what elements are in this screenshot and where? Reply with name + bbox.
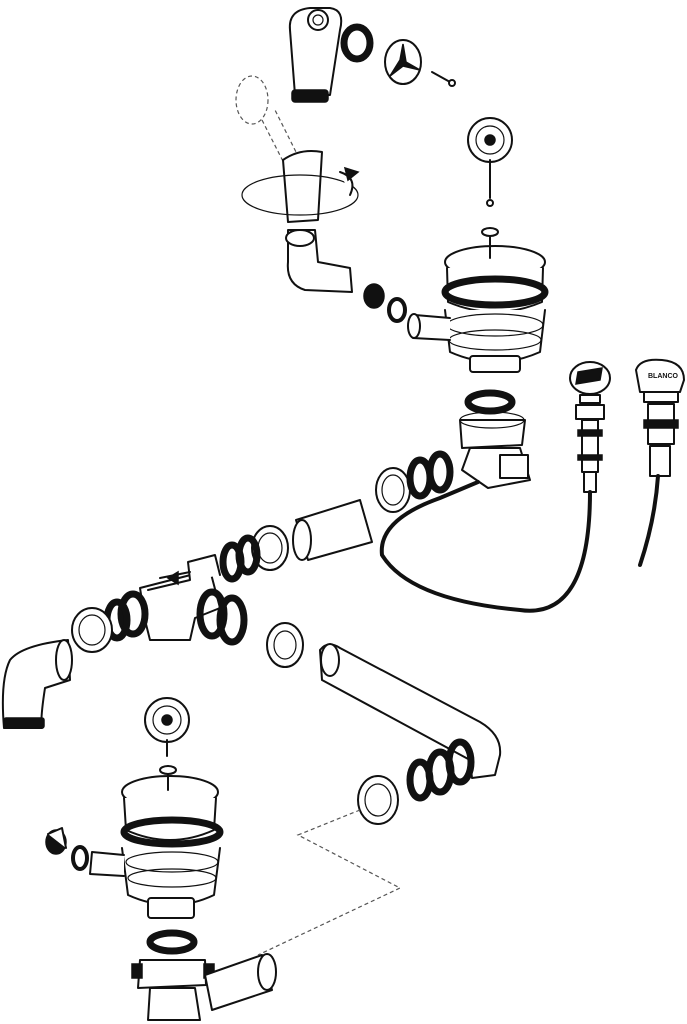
waste-pipe-run: [219, 450, 454, 583]
control-cable-left: [379, 480, 592, 613]
outlet-elbow: [1, 639, 73, 729]
central-t-piece: [71, 554, 304, 668]
overflow-hose-route: [257, 809, 402, 956]
upper-t-junction: [459, 389, 531, 489]
lower-t-junction: [131, 929, 277, 1021]
overflow-assembly: [235, 7, 456, 323]
lower-strainer-plug: [144, 697, 190, 757]
lower-basket-waste: [45, 765, 224, 919]
remote-control-knob-left: [569, 361, 611, 493]
remote-control-knob-right: BLANCO: [635, 358, 685, 477]
control-cable-right: [638, 474, 660, 567]
knob-logo: BLANCO: [648, 373, 678, 380]
long-connecting-pipe: [319, 643, 502, 825]
overflow-cover: [384, 39, 422, 85]
upper-basket-waste: [407, 227, 549, 373]
upper-strainer-plug: [467, 117, 513, 207]
